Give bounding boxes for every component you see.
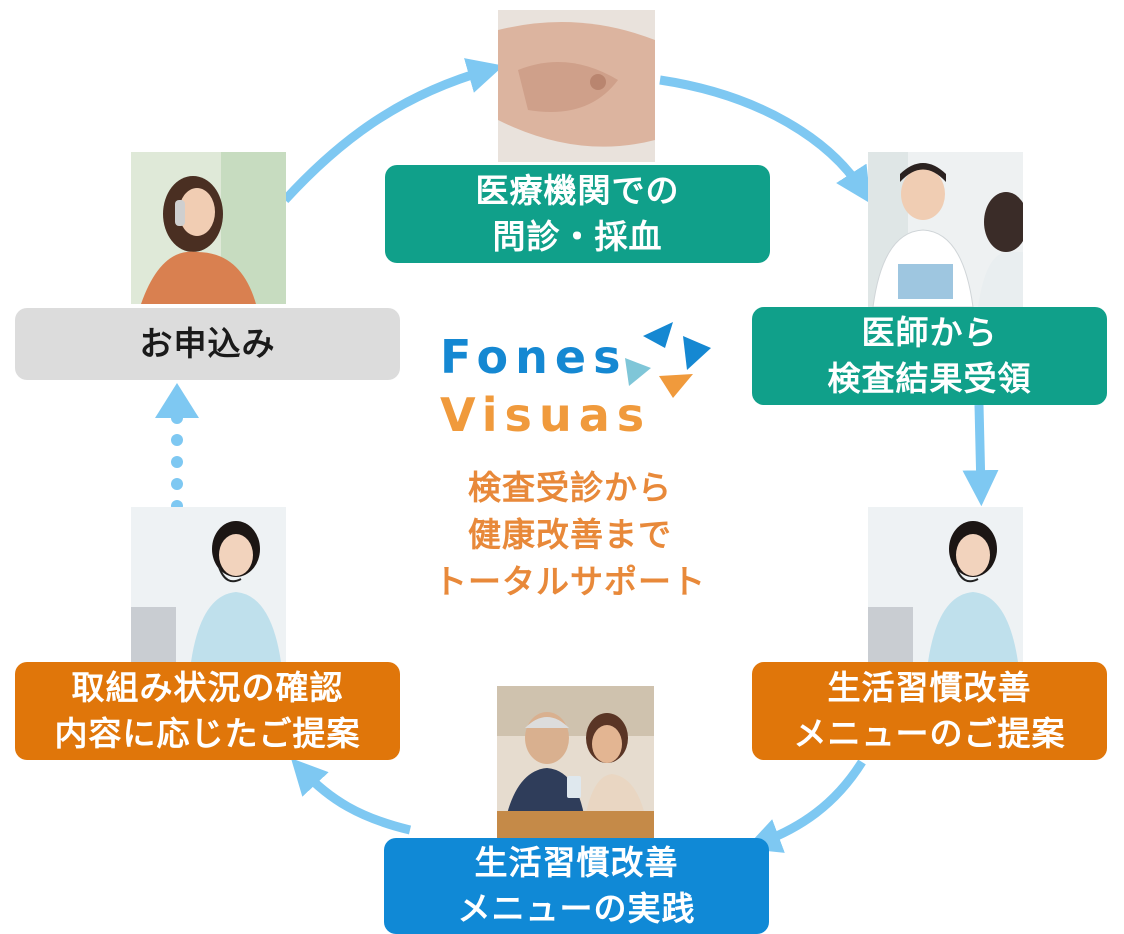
tagline: 検査受診から 健康改善まで トータルサポート xyxy=(405,464,735,605)
tagline-line3: トータルサポート xyxy=(434,562,706,601)
step-practice-line2: メニューの実践 xyxy=(457,889,696,928)
arrow-results-to-menu xyxy=(962,404,999,507)
dotted-arrow-review-to-apply xyxy=(155,383,199,512)
step-results: 医師から 検査結果受領 xyxy=(752,307,1107,405)
step-results-line1: 医師から xyxy=(861,313,998,352)
step-apply: お申込み xyxy=(15,308,400,380)
doctor-photo xyxy=(868,152,1023,307)
step-exam-line2: 問診・採血 xyxy=(492,217,663,256)
step-practice-line1: 生活習慣改善 xyxy=(474,843,679,882)
tagline-line2: 健康改善まで xyxy=(468,515,672,554)
step-menu-proposal-line1: 生活習慣改善 xyxy=(827,668,1032,707)
arrow-apply-to-exam xyxy=(281,58,504,204)
step-menu-proposal-line2: メニューのご提案 xyxy=(793,714,1066,753)
arrow-menu-to-practice xyxy=(744,759,866,853)
step-results-line2: 検査結果受領 xyxy=(827,359,1032,398)
step-exam: 医療機関での 問診・採血 xyxy=(385,165,770,263)
arm-blood-test-photo xyxy=(498,10,655,162)
logo-word-fones: Fones xyxy=(440,330,628,384)
nurse-headset-photo xyxy=(868,507,1023,662)
arrow-exam-to-results xyxy=(659,75,871,204)
woman-phone-photo xyxy=(131,152,286,304)
step-review-line2: 内容に応じたご提案 xyxy=(54,714,361,753)
logo-word-visuas: Visuas xyxy=(440,388,652,442)
step-apply-label: お申込み xyxy=(139,324,276,363)
step-review: 取組み状況の確認 内容に応じたご提案 xyxy=(15,662,400,760)
step-practice: 生活習慣改善 メニューの実践 xyxy=(384,838,769,934)
arrow-practice-to-review xyxy=(290,758,412,835)
step-review-line1: 取組み状況の確認 xyxy=(71,668,344,707)
step-exam-line1: 医療機関での xyxy=(475,171,680,210)
family-smartphone-photo xyxy=(497,686,654,838)
nurse-headset-photo xyxy=(131,507,286,662)
logo-arrows-icon xyxy=(625,322,711,398)
tagline-line1: 検査受診から xyxy=(468,468,672,507)
step-menu-proposal: 生活習慣改善 メニューのご提案 xyxy=(752,662,1107,760)
